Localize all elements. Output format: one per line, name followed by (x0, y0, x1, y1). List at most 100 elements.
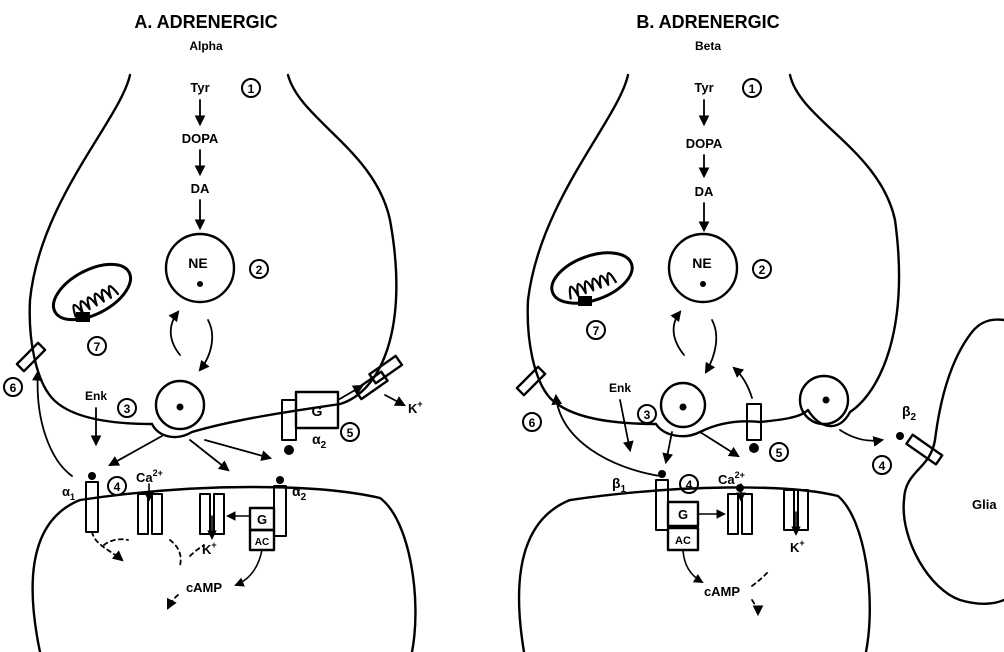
beta2-label-b: β2 (902, 403, 917, 423)
camp-label-a: cAMP (186, 580, 222, 595)
release-vesicle-dot-b (680, 404, 687, 411)
alpha2-pre-label-a: α2 (312, 431, 327, 451)
panel-a-title: A. ADRENERGIC (134, 12, 277, 32)
release-vesicle-dot-a (177, 404, 184, 411)
k-efflux-arrow-a (385, 395, 404, 405)
ca-effector-dash-a (170, 540, 181, 566)
camp-dash-down-b (752, 600, 758, 614)
dopa-label-a: DOPA (182, 131, 219, 146)
camp-dash-up-b (752, 572, 768, 586)
beta2-ligand-b (896, 432, 904, 440)
release-arrow-right-a (205, 440, 270, 458)
camp-label-b: cAMP (704, 584, 740, 599)
panel-b-subtitle: Beta (695, 39, 721, 53)
svg-text:AC: AC (675, 535, 691, 547)
alpha1-label-a: α1 (62, 484, 75, 502)
da-label-a: DA (191, 181, 210, 196)
panel-a: A. ADRENERGIC Alpha Tyr DOPA DA NE 1 2 3… (4, 12, 423, 652)
presynaptic-terminal-b (528, 75, 899, 436)
enk-arrow-b (620, 400, 630, 450)
ca-channel-b (728, 484, 752, 534)
ne-dot-a (197, 281, 203, 287)
panel-a-subtitle: Alpha (189, 39, 223, 53)
marker-4-b: 4 (680, 475, 698, 493)
ne-label-b: NE (692, 255, 711, 271)
k-post-label-b: K+ (790, 538, 805, 555)
marker-3-b: 3 (638, 405, 656, 423)
release-to-glia-arrow-b (840, 430, 882, 441)
svg-text:5: 5 (347, 426, 354, 440)
svg-text:3: 3 (644, 408, 651, 422)
svg-text:2: 2 (256, 263, 263, 277)
release-arrow-b (706, 320, 716, 372)
release-arrow-right-b (700, 432, 738, 456)
marker-6-b: 6 (523, 413, 541, 431)
panel-b: B. ADRENERGIC Beta Glia Tyr DOPA DA NE 1… (517, 12, 1004, 652)
alpha1-effector-dash-a (104, 539, 128, 545)
marker-6-a: 6 (4, 378, 22, 396)
dopa-label-b: DOPA (686, 136, 723, 151)
marker-7-b: 7 (587, 321, 605, 339)
svg-text:4: 4 (114, 480, 121, 494)
da-label-b: DA (695, 184, 714, 199)
svg-text:G: G (678, 507, 688, 522)
release-vesicle-b2-dot (823, 397, 830, 404)
alpha2-post-label-a: α2 (292, 483, 307, 503)
svg-text:7: 7 (94, 340, 101, 354)
release-arrow-left-a (110, 436, 162, 465)
svg-text:4: 4 (879, 459, 886, 473)
receptor-6-a (17, 343, 45, 371)
svg-text:AC: AC (255, 537, 269, 548)
svg-text:5: 5 (776, 446, 783, 460)
ne-label-a: NE (188, 255, 207, 271)
alpha1-receptor-a (86, 472, 98, 532)
ca-channel-a (138, 494, 162, 534)
marker-3-a: 3 (118, 399, 136, 417)
marker-1-a: 1 (242, 79, 260, 97)
camp-effector-arrow-a (168, 595, 178, 608)
marker-4-a: 4 (108, 477, 126, 495)
tyr-label-a: Tyr (190, 80, 209, 95)
autoreceptor-arrow-b (734, 368, 752, 398)
autoreceptor-5-ligand-b (749, 443, 759, 453)
enk-label-b: Enk (609, 381, 631, 395)
presynaptic-terminal-a (30, 75, 397, 437)
enk-label-a: Enk (85, 389, 107, 403)
ca-label-a: Ca2+ (136, 468, 163, 485)
svg-text:6: 6 (10, 381, 17, 395)
glia-label-b: Glia (972, 497, 997, 512)
reuptake-arrow-b (674, 312, 684, 355)
k-post-label-a: K+ (202, 540, 217, 557)
marker-7-a: 7 (88, 337, 106, 355)
panel-b-title: B. ADRENERGIC (636, 12, 779, 32)
beta2-receptor-b (906, 435, 942, 465)
presynaptic-alpha2-receptor-a: G (282, 392, 338, 455)
postsynaptic-cell-b (519, 487, 870, 652)
k-pre-label-a: K+ (408, 399, 423, 416)
glia-cell-b (904, 320, 1004, 604)
svg-text:6: 6 (529, 416, 536, 430)
release-arrow-a (200, 320, 212, 370)
ac-to-camp-arrow-a (236, 550, 262, 585)
svg-text:2: 2 (759, 263, 766, 277)
svg-text:1: 1 (749, 82, 756, 96)
marker-4-glia-b: 4 (873, 456, 891, 474)
tyr-label-b: Tyr (694, 80, 713, 95)
svg-text:G: G (312, 403, 323, 419)
alpha1-effector-arrow-a (92, 532, 122, 560)
marker-1-b: 1 (743, 79, 761, 97)
mitochondrion-a (45, 253, 140, 331)
svg-text:1: 1 (248, 82, 255, 96)
svg-text:3: 3 (124, 402, 131, 416)
release-arrow-down-b (666, 432, 672, 462)
ac-to-camp-arrow-b (683, 550, 702, 582)
mitochondrion-b (545, 243, 639, 313)
svg-text:7: 7 (593, 324, 600, 338)
reuptake-arrow-a (171, 312, 180, 355)
marker-2-a: 2 (250, 260, 268, 278)
svg-text:G: G (257, 512, 267, 527)
marker-5-b: 5 (770, 443, 788, 461)
svg-text:4: 4 (686, 478, 693, 492)
marker-5-a: 5 (341, 423, 359, 441)
